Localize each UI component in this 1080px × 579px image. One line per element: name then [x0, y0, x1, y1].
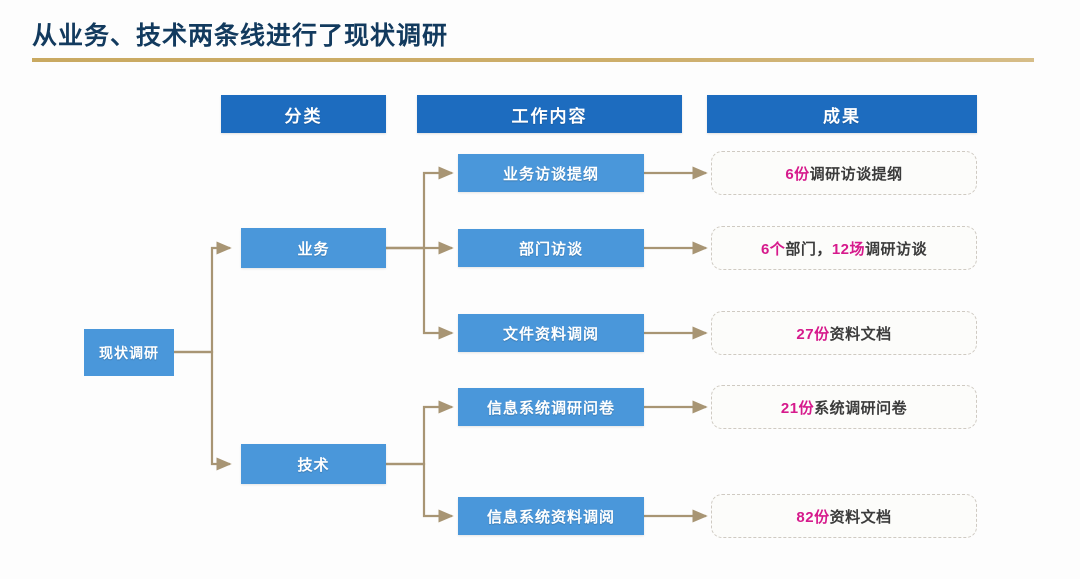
page-title: 从业务、技术两条线进行了现状调研: [32, 22, 449, 50]
slide-title-block: 从业务、技术两条线进行了现状调研: [32, 20, 1048, 62]
work-item-system-survey-questionnaire[interactable]: 信息系统调研问卷: [458, 388, 644, 426]
work-item-business-interview-outline[interactable]: 业务访谈提纲: [458, 154, 644, 192]
work-item-document-review[interactable]: 文件资料调阅: [458, 314, 644, 352]
result-box-system-documents: 82份资料文档: [711, 494, 977, 538]
result-box-system-questionnaires: 21份系统调研问卷: [711, 385, 977, 429]
result-label-text: 系统调研问卷: [814, 399, 908, 417]
category-node-business[interactable]: 业务: [241, 228, 386, 268]
result-box-department-interviews: 6个部门，12场调研访谈: [711, 226, 977, 270]
result-highlight-value: 82份: [796, 508, 830, 526]
result-box-interview-outlines: 6份调研访谈提纲: [711, 151, 977, 195]
result-label-text: 资料文档: [829, 508, 892, 526]
title-underline-rule: [32, 58, 1034, 62]
result-label-text: 调研访谈提纲: [809, 165, 903, 183]
column-header-work-content: 工作内容: [417, 95, 682, 133]
result-label-text: 资料文档: [829, 325, 892, 343]
work-item-system-document-review[interactable]: 信息系统资料调阅: [458, 497, 644, 535]
column-header-category: 分类: [221, 95, 386, 133]
result-box-business-documents: 27份资料文档: [711, 311, 977, 355]
result-label-text: 部门，: [785, 240, 832, 258]
root-node-current-state-survey[interactable]: 现状调研: [84, 329, 174, 376]
result-label-text: 调研访谈: [865, 240, 928, 258]
column-header-result: 成果: [707, 95, 977, 133]
result-highlight-value: 12场: [831, 240, 866, 258]
category-node-technology[interactable]: 技术: [241, 444, 386, 484]
result-highlight-value: 6个: [760, 240, 786, 258]
result-highlight-value: 6份: [785, 165, 810, 183]
result-highlight-value: 21份: [780, 399, 815, 417]
result-highlight-value: 27份: [796, 325, 830, 343]
work-item-department-interview[interactable]: 部门访谈: [458, 229, 644, 267]
